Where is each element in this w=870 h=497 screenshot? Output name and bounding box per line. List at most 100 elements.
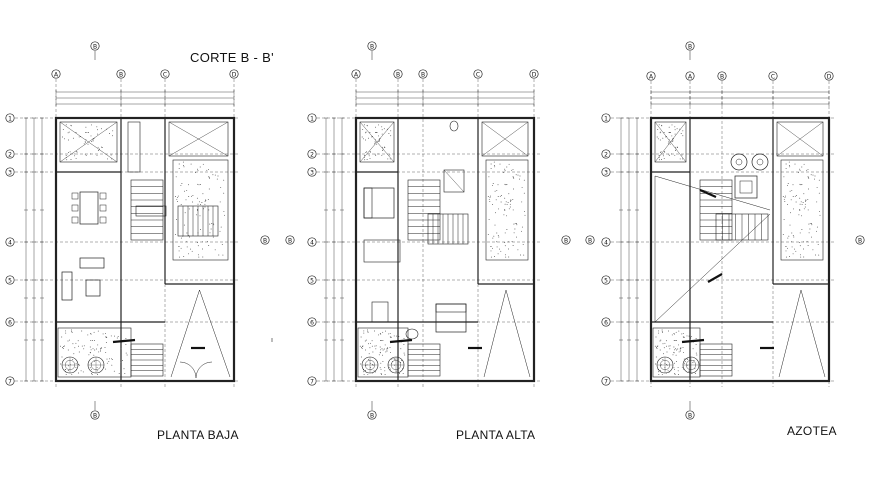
axis-label: B [93,43,97,50]
axis-label: 5 [8,277,12,284]
axis-label: 3 [8,169,12,176]
section-marker-top: B [367,41,377,51]
axis-label: B [370,43,374,50]
row-axis-bubble: 3 [601,167,611,177]
section-title: CORTE B - B' [190,50,274,65]
section-marker-side: B [585,235,595,245]
row-axis-bubble: 6 [5,317,15,327]
axis-label: 3 [604,169,608,176]
axis-label: 4 [8,239,12,246]
axis-label: B [93,412,97,419]
col-axis-bubble: B [116,69,126,79]
axis-label: 4 [310,239,314,246]
axis-label: 7 [604,378,608,385]
col-axis-bubble: D [229,69,239,79]
row-axis-bubble: 3 [307,167,317,177]
row-axis-bubble: 5 [307,275,317,285]
col-axis-bubble: D [824,71,834,81]
row-axis-bubble: 4 [601,237,611,247]
row-axis-bubble: 6 [601,317,611,327]
axis-label: B [720,73,724,80]
axis-label: D [532,71,537,78]
row-axis-bubble: 1 [601,113,611,123]
axis-label: 6 [604,319,608,326]
col-axis-bubble: D [529,69,539,79]
section-marker-bottom: B [90,410,100,420]
axis-label: 1 [604,115,608,122]
row-axis-bubble: 2 [5,149,15,159]
axis-label: C [476,71,480,78]
axis-label: D [232,71,237,78]
axis-label: 1 [8,115,12,122]
axis-label: B [588,237,592,244]
col-axis-bubble: C [768,71,778,81]
col-axis-bubble: B [717,71,727,81]
axis-label: B [396,71,400,78]
axis-label: 3 [310,169,314,176]
axis-label: B [688,412,692,419]
axis-label: B [370,412,374,419]
axis-label: B [421,71,425,78]
row-axis-bubble: 3 [5,167,15,177]
section-marker-side: B [561,235,571,245]
row-axis-bubble: 7 [5,376,15,386]
plan-label-planta-alta: PLANTA ALTA [456,428,536,442]
row-axis-bubble: 1 [5,113,15,123]
axis-label: 6 [310,319,314,326]
axis-label: B [688,43,692,50]
axis-label: D [827,73,832,80]
axis-label: 5 [604,277,608,284]
section-marker-side: B [855,235,865,245]
col-axis-bubble: B [418,69,428,79]
row-axis-bubble: 7 [601,376,611,386]
axis-label: A [649,73,654,80]
axis-label: C [163,71,167,78]
axis-label: 4 [604,239,608,246]
section-marker-top: B [90,41,100,51]
row-axis-bubble: 4 [5,237,15,247]
axis-label: 2 [604,151,608,158]
row-axis-bubble: 5 [5,275,15,285]
col-axis-bubble: A [685,71,695,81]
row-axis-bubble: 7 [307,376,317,386]
axis-label: 6 [8,319,12,326]
col-axis-bubble: A [51,69,61,79]
axis-label: 1 [310,115,314,122]
axis-label: 2 [310,151,314,158]
section-marker-side: B [285,235,295,245]
section-marker-side: B [260,235,270,245]
axis-label: C [771,73,775,80]
row-axis-bubble: 5 [601,275,611,285]
col-axis-bubble: A [646,71,656,81]
axis-label: 7 [8,378,12,385]
section-marker-top: B [685,41,695,51]
section-marker-bottom: B [367,410,377,420]
axis-label: B [263,237,267,244]
row-axis-bubble: 6 [307,317,317,327]
col-axis-bubble: A [351,69,361,79]
plan-label-planta-baja: PLANTA BAJA [157,428,239,442]
row-axis-bubble: 2 [307,149,317,159]
axis-label: 5 [310,277,314,284]
row-axis-bubble: 1 [307,113,317,123]
axis-label: A [54,71,59,78]
axis-label: 7 [310,378,314,385]
axis-label: B [119,71,123,78]
col-axis-bubble: B [393,69,403,79]
plan-label-azotea: AZOTEA [787,424,837,438]
axis-label: A [354,71,359,78]
section-marker-bottom: B [685,410,695,420]
axis-label: 2 [8,151,12,158]
row-axis-bubble: 4 [307,237,317,247]
axis-label: B [288,237,292,244]
col-axis-bubble: C [160,69,170,79]
axis-label: B [564,237,568,244]
row-axis-bubble: 2 [601,149,611,159]
col-axis-bubble: C [473,69,483,79]
axis-label: B [858,237,862,244]
